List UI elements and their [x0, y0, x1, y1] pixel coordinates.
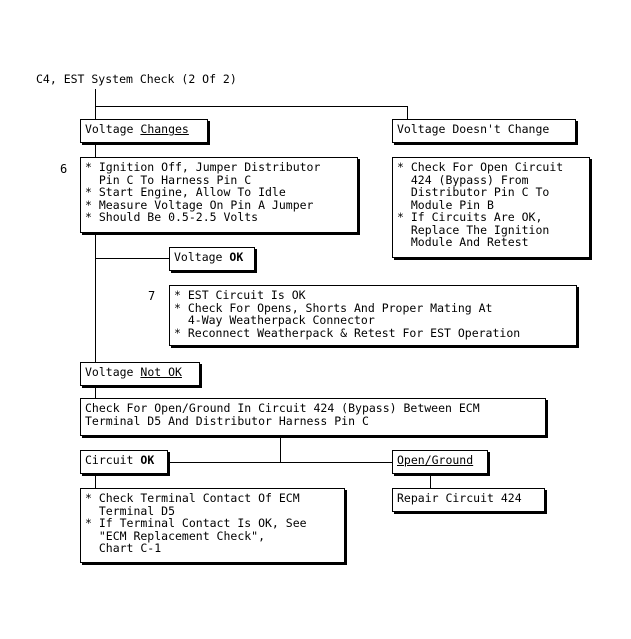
open-circuit-line: * Check For Open Circuit [397, 160, 564, 174]
step-6-line: * Ignition Off, Jumper Distributor [85, 160, 321, 174]
connector [95, 258, 170, 259]
repair-circuit-box: Repair Circuit 424 [392, 488, 545, 512]
check-terminal-line: Chart C-1 [85, 541, 162, 555]
connector [95, 232, 96, 362]
voltage-not-ok-box: Voltage Not OK [80, 362, 200, 386]
open-circuit-line: Distributor Pin C To [397, 185, 550, 199]
step-6-number: 6 [60, 162, 68, 176]
circuit-ok-box: Circuit OK [80, 450, 168, 474]
step-6-line: * Should Be 0.5-2.5 Volts [85, 210, 259, 224]
connector [407, 106, 408, 119]
check-terminal-box: * Check Terminal Contact Of ECM Terminal… [80, 488, 345, 563]
voltage-ok-box: Voltage OK [169, 247, 255, 271]
voltage-ok-emph: OK [229, 250, 244, 264]
step-7-line: * Check For Opens, Shorts And Proper Mat… [174, 300, 493, 315]
step-6-line: * Measure Voltage On Pin A Jumper [85, 197, 314, 212]
voltage-changes-box: Voltage Changes [80, 119, 208, 143]
circuit-ok-emph: OK [140, 453, 155, 467]
voltage-changes-emph: Changes [140, 122, 189, 136]
connector [280, 436, 281, 462]
step-6-line: Pin C To Harness Pin C [85, 172, 252, 187]
voltage-not-ok-prefix: Voltage [85, 365, 141, 379]
circuit-ok-prefix: Circuit [85, 453, 141, 467]
connector [430, 474, 431, 488]
check-terminal-line: "ECM Replacement Check", [85, 528, 266, 543]
step-7-line: * EST Circuit Is OK [174, 288, 306, 302]
open-circuit-line: * If Circuits Are OK, [397, 210, 543, 224]
check-terminal-line: Terminal D5 [85, 503, 176, 518]
check-terminal-line: * If Terminal Contact Is OK, See [85, 516, 307, 530]
step-7-number: 7 [148, 289, 156, 303]
step-7-box: * EST Circuit Is OK* Check For Opens, Sh… [169, 285, 577, 346]
open-circuit-424-box: * Check For Open Circuit 424 (Bypass) Fr… [392, 157, 590, 258]
voltage-ok-prefix: Voltage [174, 250, 230, 264]
open-circuit-line: 424 (Bypass) From [397, 172, 529, 187]
check-open-ground-box: Check For Open/Ground In Circuit 424 (By… [80, 398, 546, 436]
open-circuit-line: Replace The Ignition [397, 222, 550, 237]
check-open-ground-line: Terminal D5 And Distributor Harness Pin … [85, 413, 369, 428]
step-7-line: * Reconnect Weatherpack & Retest For EST… [174, 325, 521, 340]
check-open-ground-line: Check For Open/Ground In Circuit 424 (By… [85, 401, 480, 415]
open-ground-box: Open/Ground [392, 450, 488, 474]
voltage-not-ok-emph: Not OK [140, 365, 182, 379]
step-6-box: * Ignition Off, Jumper Distributor Pin C… [80, 157, 358, 233]
connector [95, 143, 96, 157]
step-6-line: * Start Engine, Allow To Idle [85, 185, 286, 199]
connector [95, 385, 96, 398]
check-terminal-line: * Check Terminal Contact Of ECM [85, 491, 300, 505]
chart-title: C4, EST System Check (2 Of 2) [36, 72, 237, 86]
open-circuit-line: Module Pin B [397, 197, 494, 212]
connector [95, 89, 96, 119]
step-7-line: 4-Way Weatherpack Connector [174, 313, 375, 327]
voltage-changes-prefix: Voltage [85, 122, 141, 136]
open-circuit-line: Module And Retest [397, 235, 529, 249]
connector [167, 462, 393, 463]
open-ground-label: Open/Ground [397, 453, 474, 467]
voltage-doesnt-change-box: Voltage Doesn't Change [392, 119, 576, 143]
connector [95, 474, 96, 488]
connector [95, 106, 408, 107]
